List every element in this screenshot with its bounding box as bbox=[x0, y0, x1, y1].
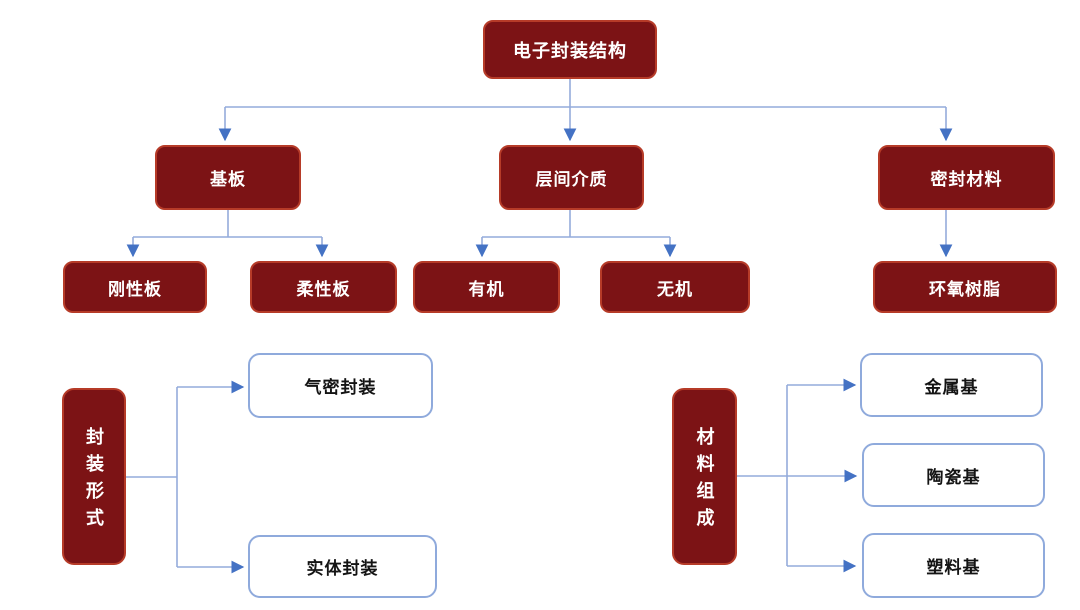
node-electronic-packaging-structure: 电子封装结构 bbox=[483, 20, 657, 79]
node-substrate: 基板 bbox=[155, 145, 301, 210]
node-interlayer-dielectric: 层间介质 bbox=[499, 145, 644, 210]
node-material-composition: 材料组成 bbox=[672, 388, 737, 565]
node-flexible-board: 柔性板 bbox=[250, 261, 397, 313]
node-inorganic: 无机 bbox=[600, 261, 750, 313]
node-hermetic-packaging: 气密封装 bbox=[248, 353, 433, 418]
node-packaging-form: 封装形式 bbox=[62, 388, 126, 565]
node-organic: 有机 bbox=[413, 261, 560, 313]
node-solid-packaging: 实体封装 bbox=[248, 535, 437, 598]
node-rigid-board: 刚性板 bbox=[63, 261, 207, 313]
node-plastic-based: 塑料基 bbox=[862, 533, 1045, 598]
node-ceramic-based: 陶瓷基 bbox=[862, 443, 1045, 507]
node-epoxy-resin: 环氧树脂 bbox=[873, 261, 1057, 313]
node-sealing-material: 密封材料 bbox=[878, 145, 1055, 210]
node-metal-based: 金属基 bbox=[860, 353, 1043, 417]
